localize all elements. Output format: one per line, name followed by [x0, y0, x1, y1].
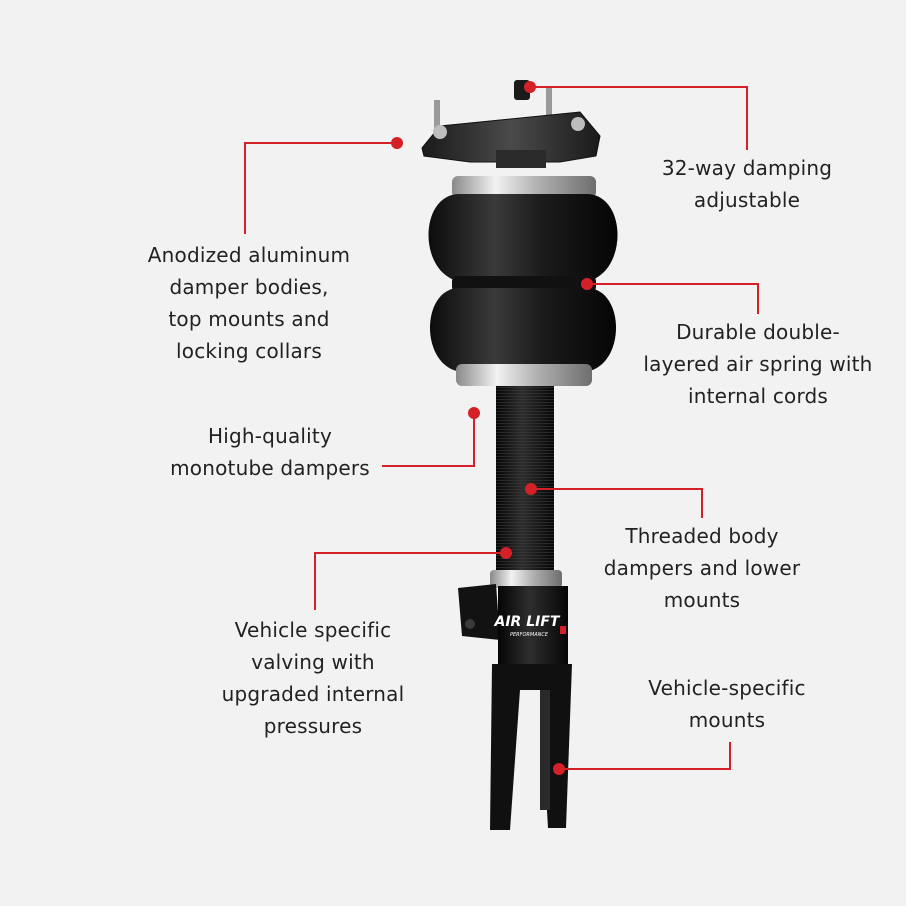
dot-damping	[524, 81, 536, 93]
callout-line: top mounts and	[168, 307, 330, 331]
callout-mounts: Vehicle-specific mounts	[648, 672, 806, 736]
callout-threaded: Threaded body dampers and lower mounts	[604, 520, 801, 616]
dot-valving	[500, 547, 512, 559]
callout-monotube: High-quality monotube dampers	[170, 420, 370, 484]
callout-aluminum: Anodized aluminum damper bodies, top mou…	[148, 239, 350, 367]
callout-damping: 32-way damping adjustable	[662, 152, 832, 216]
callout-line: pressures	[263, 714, 363, 738]
callout-line: Anodized aluminum	[147, 243, 351, 267]
callout-line: Threaded body	[625, 524, 779, 548]
callout-line: adjustable	[693, 188, 801, 212]
callout-line: Durable double-	[676, 320, 840, 344]
callout-line: mounts	[663, 588, 741, 612]
callout-line: damper bodies,	[169, 275, 329, 299]
callout-line: internal cords	[687, 384, 829, 408]
dot-aluminum	[391, 137, 403, 149]
leader-threaded	[531, 488, 703, 518]
top-mount	[421, 80, 601, 168]
leader-air-spring	[587, 283, 759, 314]
callout-line: layered air spring with	[643, 352, 873, 376]
leader-mounts	[559, 742, 731, 770]
svg-text:PERFORMANCE: PERFORMANCE	[510, 632, 549, 638]
dot-air-spring	[581, 278, 593, 290]
callout-line: upgraded internal	[221, 682, 405, 706]
callout-valving: Vehicle specific valving with upgraded i…	[222, 614, 405, 742]
callout-line: valving with	[251, 650, 375, 674]
callout-air-spring: Durable double- layered air spring with …	[643, 316, 872, 412]
callout-line: Vehicle-specific	[648, 676, 806, 700]
callout-dots	[391, 81, 593, 775]
leader-aluminum	[244, 142, 397, 234]
air-spring	[428, 176, 618, 386]
lower-mount	[458, 584, 572, 830]
brand-logo: AIR LIFT PERFORMANCE	[494, 614, 566, 638]
svg-text:AIR LIFT: AIR LIFT	[494, 614, 561, 630]
leader-monotube	[382, 413, 475, 467]
damper-body	[490, 386, 562, 588]
dot-threaded	[525, 483, 537, 495]
callout-line: monotube dampers	[170, 456, 370, 480]
leader-valving	[314, 552, 506, 610]
dot-monotube	[468, 407, 480, 419]
callout-line: locking collars	[176, 339, 322, 363]
callout-leaders	[244, 86, 759, 770]
callout-line: Vehicle specific	[234, 618, 392, 642]
callout-line: mounts	[688, 708, 766, 732]
leader-damping	[530, 86, 748, 150]
callout-line: 32-way damping	[661, 156, 833, 180]
dot-mounts	[553, 763, 565, 775]
callout-line: dampers and lower	[603, 556, 801, 580]
callout-line: High-quality	[207, 424, 333, 448]
